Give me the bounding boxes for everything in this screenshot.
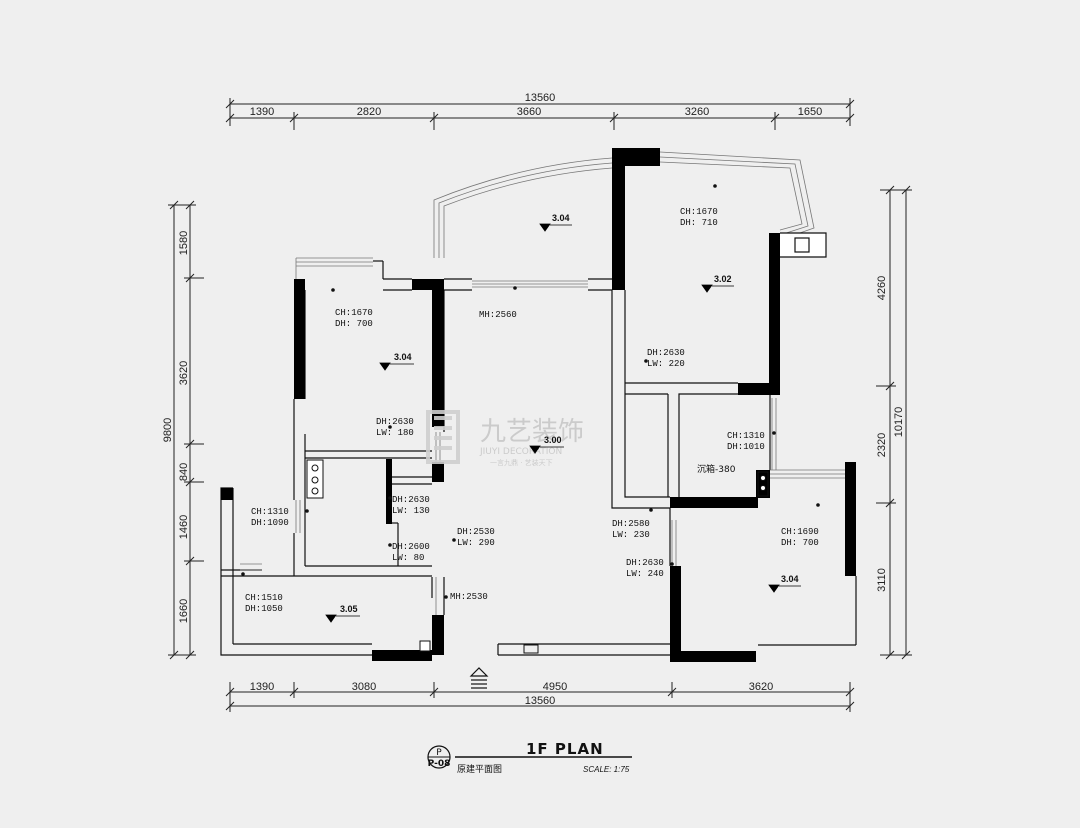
label-dh2600: DH:2600 — [392, 542, 430, 552]
label-ch1670-b: CH:1670 — [680, 207, 718, 217]
top-dimension-3: 3660 — [517, 106, 541, 118]
bottom-total-dimension: 13560 — [525, 695, 556, 707]
label-lw240: LW: 240 — [626, 569, 664, 579]
label-dh2630-d: DH:2630 — [626, 558, 664, 568]
watermark-logo-icon — [426, 410, 460, 464]
label-lw220: LW: 220 — [647, 359, 685, 369]
right-dimension-2: 2320 — [876, 433, 888, 457]
right-dimension-3: 3110 — [876, 568, 888, 592]
label-dh1090: DH:1090 — [251, 518, 289, 528]
level-room-left: 3.04 — [394, 352, 412, 362]
top-total-dimension: 13560 — [525, 92, 556, 104]
room-annotations — [241, 184, 820, 599]
top-dimension-4: 3260 — [685, 106, 709, 118]
label-lw130: LW: 130 — [392, 506, 430, 516]
label-ch1510: CH:1510 — [245, 593, 283, 603]
level-room-bottom-right: 3.04 — [781, 574, 799, 584]
top-dimension-5: 1650 — [798, 106, 822, 118]
level-living: 3.00 — [544, 435, 562, 445]
entrance-arrow-icon — [469, 667, 489, 689]
right-dimensions — [876, 185, 912, 660]
bottom-dimension-1: 1390 — [250, 681, 274, 693]
fixtures — [306, 459, 769, 654]
label-ch1690: CH:1690 — [781, 527, 819, 537]
top-dimensions — [225, 98, 855, 130]
left-total-dimension: 9800 — [162, 418, 174, 442]
label-sink-depth: 沉箱-380 — [697, 463, 736, 475]
drawing-title: 1F PLAN — [526, 740, 604, 758]
bay-tab — [780, 232, 827, 258]
label-dh1010: DH:1010 — [727, 442, 765, 452]
left-dimension-5: 1660 — [178, 599, 190, 623]
label-dh1050: DH:1050 — [245, 604, 283, 614]
left-dimension-4: 1460 — [178, 515, 190, 539]
bottom-dimension-3: 4950 — [543, 681, 567, 693]
label-dh700-a: DH: 700 — [335, 319, 373, 329]
label-dh700-b: DH: 700 — [781, 538, 819, 548]
label-mh2530: MH:2530 — [450, 592, 488, 602]
windows — [240, 151, 845, 615]
left-dimensions — [168, 200, 204, 660]
label-lw80: LW: 80 — [392, 553, 424, 563]
label-lw180: LW: 180 — [376, 428, 414, 438]
label-dh2630-c: DH:2630 — [647, 348, 685, 358]
bottom-dimension-2: 3080 — [352, 681, 376, 693]
drawing-subtitle: 原建平面图 — [457, 763, 502, 775]
label-dh2580: DH:2580 — [612, 519, 650, 529]
top-dimension-2: 2820 — [357, 106, 381, 118]
level-room-bottom-left: 3.05 — [340, 604, 358, 614]
left-dimension-1: 1580 — [178, 231, 190, 255]
right-dimension-1: 4260 — [876, 276, 888, 300]
level-room-right: 3.02 — [714, 274, 732, 284]
label-lw230: LW: 230 — [612, 530, 650, 540]
drawing-code: P-08 — [428, 759, 451, 769]
left-dimension-3: 840 — [178, 463, 190, 481]
watermark-slogan: 一言九鼎 · 艺装天下 — [490, 458, 553, 467]
right-total-dimension: 10170 — [893, 407, 905, 438]
label-ch1310-a: CH:1310 — [251, 507, 289, 517]
label-dh710: DH: 710 — [680, 218, 718, 228]
watermark: 九艺装饰 JIUYI DECORATION 一言九鼎 · 艺装天下 — [426, 410, 584, 467]
top-dimension-1: 1390 — [250, 106, 274, 118]
level-balcony-top: 3.04 — [552, 213, 570, 223]
label-dh2630-a: DH:2630 — [376, 417, 414, 427]
label-ch1310-b: CH:1310 — [727, 431, 765, 441]
left-dimension-2: 3620 — [178, 361, 190, 385]
bottom-dimension-4: 3620 — [749, 681, 773, 693]
watermark-en: JIUYI DECORATION — [479, 447, 562, 457]
watermark-name: 九艺装饰 — [480, 417, 584, 447]
level-markers — [325, 223, 801, 623]
label-dh2530: DH:2530 — [457, 527, 495, 537]
solid-walls — [221, 148, 856, 662]
drawing-symbol: P — [436, 748, 442, 758]
bottom-dimensions — [225, 682, 855, 712]
thin-walls — [220, 260, 857, 656]
label-lw290: LW: 290 — [457, 538, 495, 548]
drawing-scale: SCALE: 1:75 — [583, 765, 630, 774]
label-dh2630-b: DH:2630 — [392, 495, 430, 505]
title-block — [427, 745, 632, 769]
label-ch1670-a: CH:1670 — [335, 308, 373, 318]
label-mh2560: MH:2560 — [479, 310, 517, 320]
